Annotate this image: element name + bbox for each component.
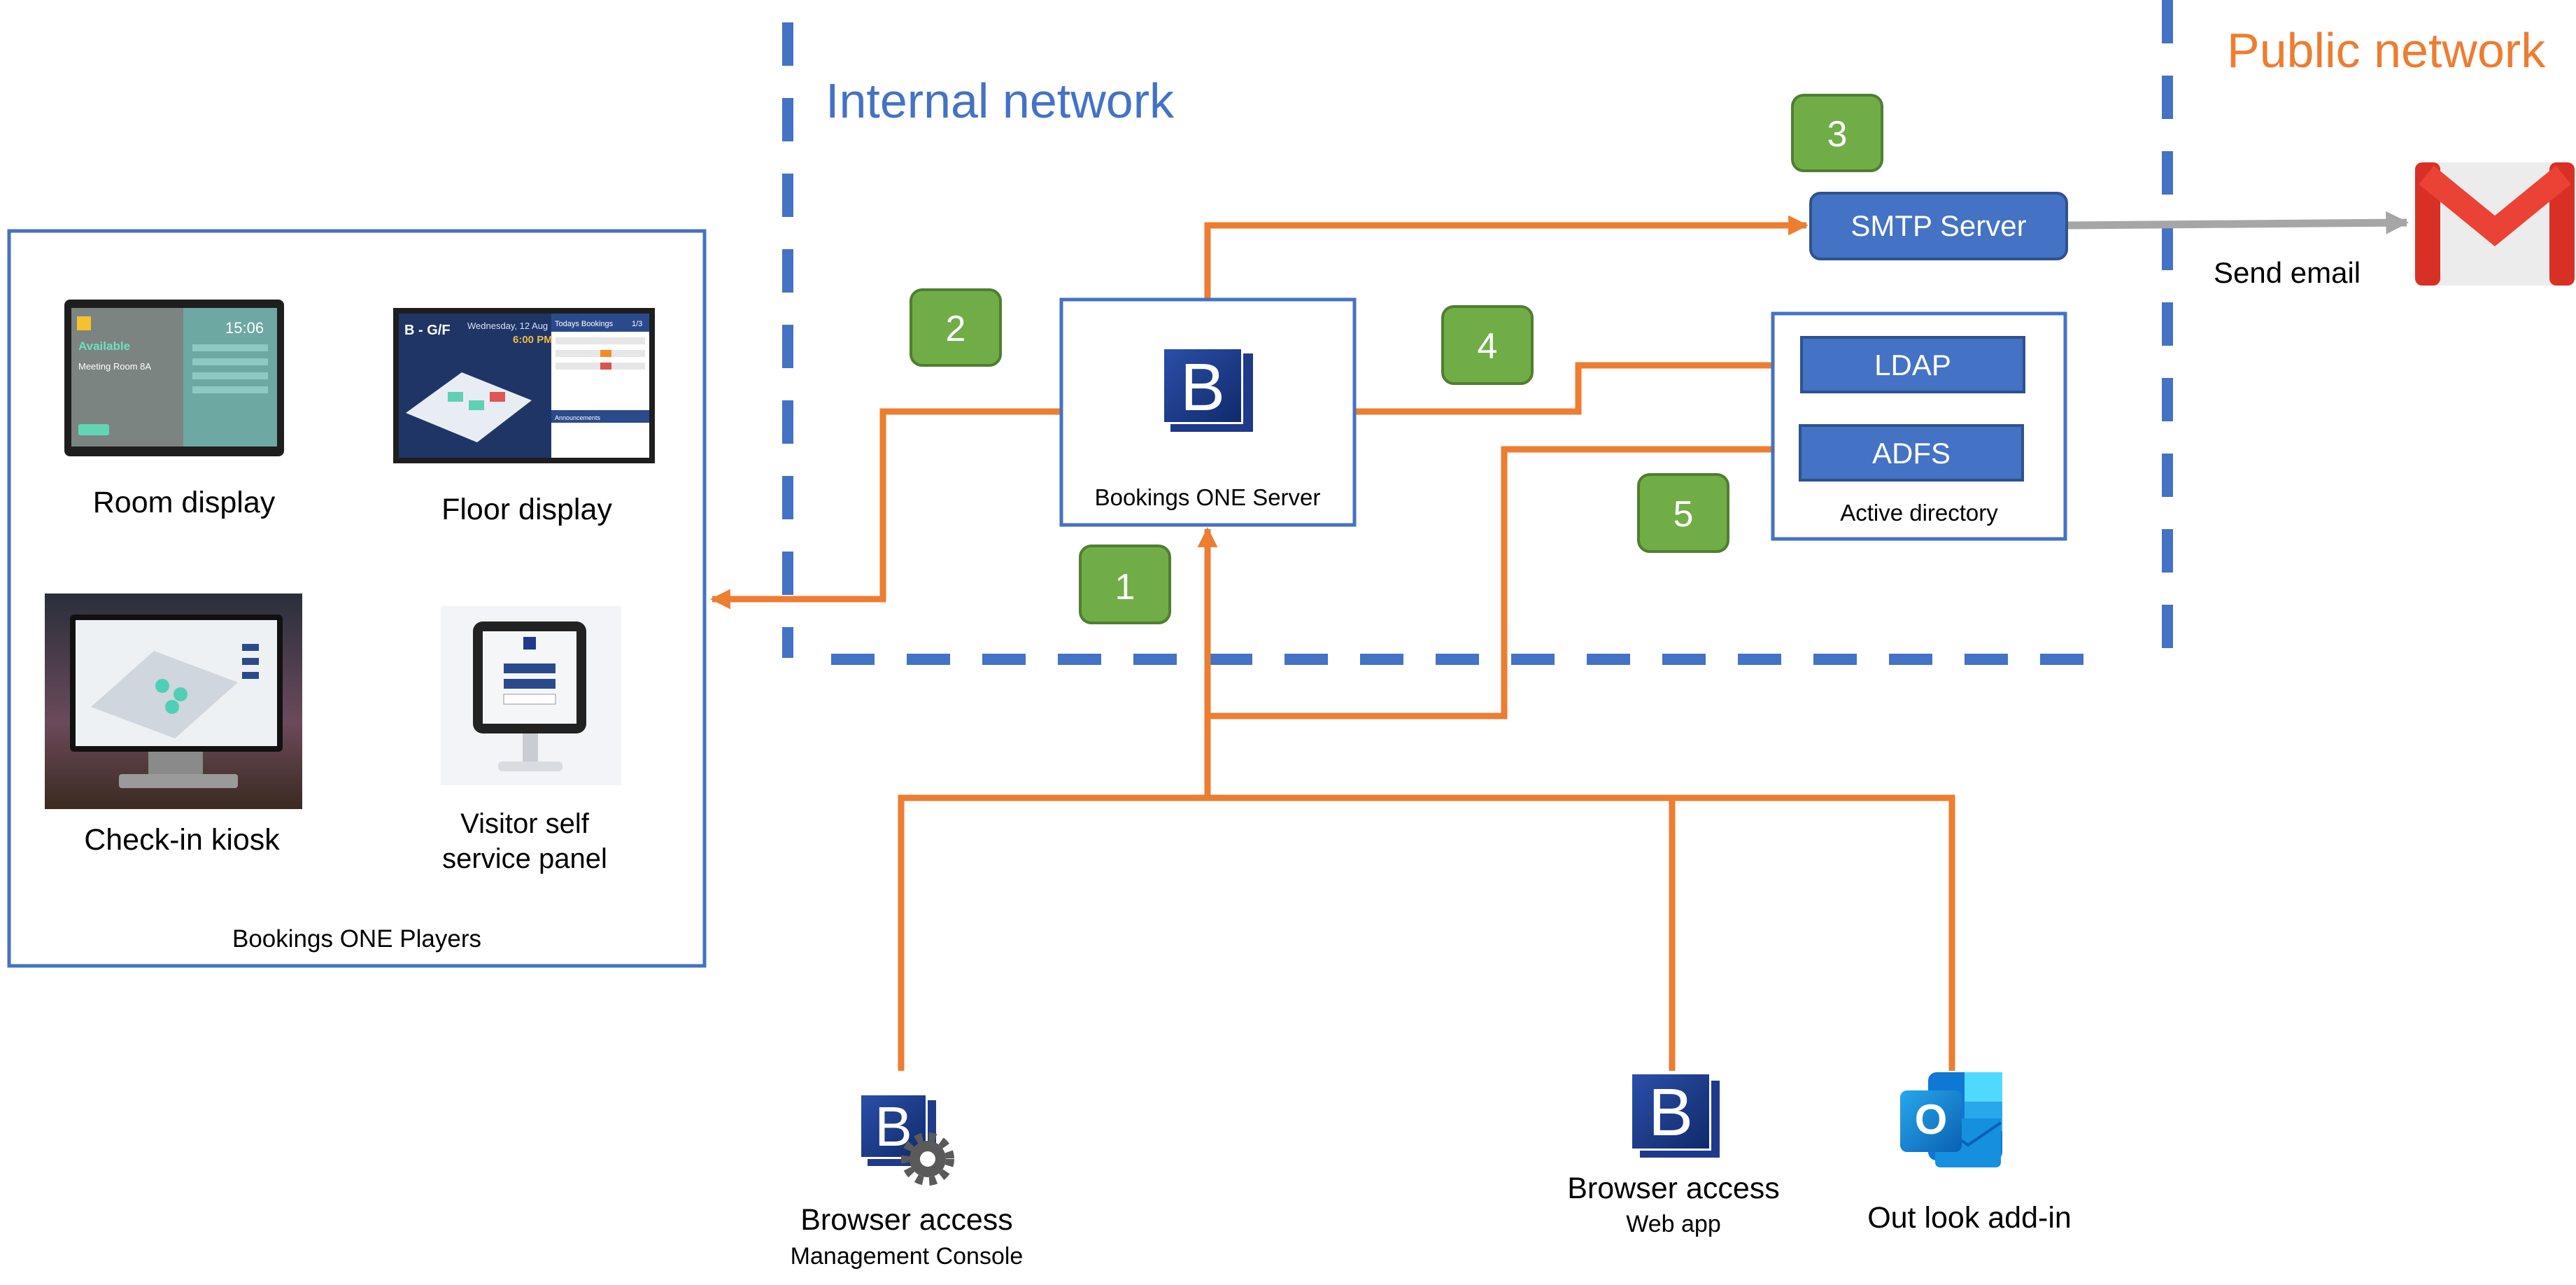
connector-smtp-to-email — [2067, 211, 2409, 234]
players-group-box — [7, 229, 707, 968]
bookings-one-logo-icon: B — [1162, 347, 1253, 432]
step-badge-5: 5 — [1637, 473, 1729, 553]
svg-text:2: 2 — [946, 309, 966, 349]
floor-display-label: Floor display — [441, 493, 612, 526]
svg-text:1/3: 1/3 — [632, 320, 642, 328]
ldap-box — [1800, 336, 2025, 393]
check-in-kiosk-label: Check-in kiosk — [84, 823, 280, 857]
gear-icon — [901, 1132, 954, 1186]
svg-text:Announcements: Announcements — [555, 414, 601, 421]
outlook-icon: O — [1900, 1072, 2002, 1167]
public-network-label: Public network — [2227, 23, 2546, 78]
check-in-kiosk-device — [45, 594, 302, 809]
svg-text:5: 5 — [1673, 494, 1694, 535]
svg-text:O: O — [1915, 1096, 1948, 1143]
management-console-subtitle: Management Console — [791, 1243, 1024, 1270]
svg-text:15:06: 15:06 — [225, 319, 264, 337]
svg-text:4: 4 — [1478, 326, 1498, 367]
outlook-label: Out look add-in — [1867, 1201, 2072, 1235]
connector-server-to-ldap — [1356, 355, 1800, 415]
svg-text:Meeting Room 8A: Meeting Room 8A — [78, 361, 151, 372]
players-group-label: Bookings ONE Players — [232, 925, 481, 953]
gmail-icon — [2415, 162, 2575, 286]
active-directory-label: Active directory — [1840, 500, 1998, 526]
smtp-server-label: SMTP Server — [1850, 209, 2026, 242]
visitor-panel-label-line1: Visitor self — [460, 808, 590, 839]
svg-text:6:00 PM: 6:00 PM — [513, 334, 553, 346]
internal-network-boundary — [782, 0, 2173, 665]
svg-text:Wednesday, 12 Aug: Wednesday, 12 Aug — [467, 321, 548, 331]
step-badge-3: 3 — [1791, 94, 1883, 172]
server-label: Bookings ONE Server — [1095, 484, 1321, 510]
ldap-label: LDAP — [1874, 349, 1951, 381]
web-app-subtitle: Web app — [1626, 1211, 1720, 1237]
svg-text:B: B — [1180, 350, 1225, 425]
management-console-title: Browser access — [800, 1203, 1012, 1237]
svg-text:Todays Bookings: Todays Bookings — [555, 320, 614, 328]
svg-text:1: 1 — [1115, 567, 1135, 608]
smtp-server-box — [1809, 192, 2068, 260]
web-app-icon: B — [1630, 1072, 1720, 1158]
connector-server-to-players — [710, 408, 1060, 610]
send-email-label: Send email — [2214, 256, 2361, 289]
adfs-box — [1799, 424, 2024, 482]
adfs-label: ADFS — [1872, 437, 1951, 470]
web-app-title: Browser access — [1567, 1172, 1779, 1205]
room-display-label: Room display — [93, 486, 276, 519]
connector-clients-to-adfs — [1208, 439, 1800, 719]
room-display-device: Available Meeting Room 8A 15:06 — [64, 300, 284, 456]
connector-server-to-smtp — [1204, 215, 1809, 300]
svg-text:Available: Available — [78, 339, 130, 353]
visitor-panel-label-line2: service panel — [442, 843, 607, 874]
connector-client-bus — [898, 794, 1955, 1071]
step-badge-4: 4 — [1441, 305, 1534, 385]
svg-text:B: B — [1648, 1075, 1693, 1150]
floor-display-device: B - G/F Wednesday, 12 Aug 6:00 PM Todays… — [393, 308, 655, 463]
visitor-panel-device — [441, 606, 621, 785]
step-badge-1: 1 — [1079, 545, 1171, 624]
connectors — [710, 215, 1955, 1071]
svg-text:B - G/F: B - G/F — [404, 323, 451, 338]
management-console-icon: B — [859, 1093, 954, 1186]
internal-network-label: Internal network — [826, 73, 1175, 128]
step-badge-2: 2 — [910, 288, 1002, 367]
svg-text:3: 3 — [1827, 114, 1848, 155]
